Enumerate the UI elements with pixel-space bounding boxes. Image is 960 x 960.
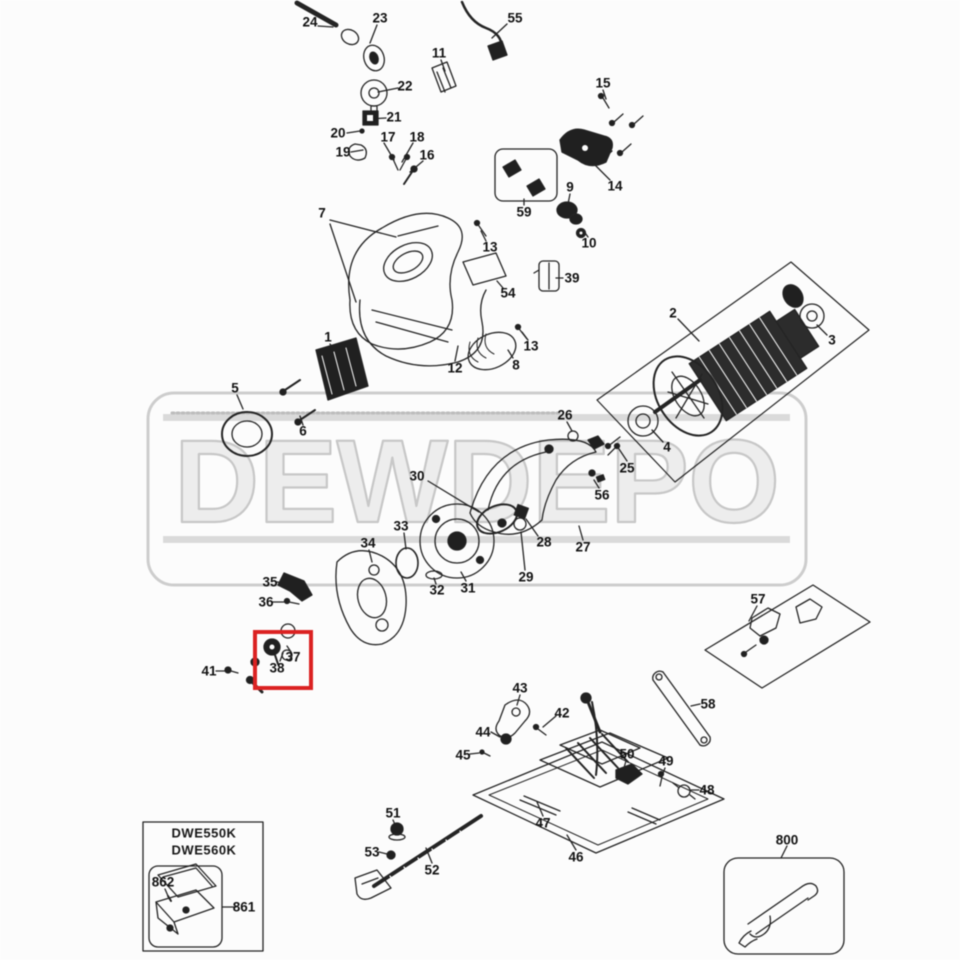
- callout-20: 20: [330, 125, 346, 141]
- callout-14: 14: [607, 178, 623, 194]
- callout-22: 22: [397, 78, 413, 94]
- callout-42: 42: [554, 705, 570, 721]
- callout-27: 27: [575, 539, 591, 555]
- callout-800: 800: [775, 832, 799, 848]
- callout-58: 58: [700, 696, 716, 712]
- blade-clamp-parts: [567, 430, 621, 483]
- armature-assembly: [587, 261, 870, 483]
- callout-30: 30: [409, 468, 425, 484]
- callout-11: 11: [431, 45, 447, 61]
- watermark-text: DEWDEPO: [174, 416, 780, 548]
- base-plate-assembly: [472, 692, 725, 854]
- rip-fence: [354, 814, 483, 900]
- upper-right-small-parts: [533, 92, 644, 292]
- callout-47: 47: [535, 815, 551, 831]
- callout-51: 51: [385, 805, 401, 821]
- callout-24: 24: [302, 14, 318, 30]
- callout-32: 32: [429, 582, 445, 598]
- brush-box-59: [462, 148, 558, 340]
- callout-23: 23: [372, 10, 388, 26]
- callout-28: 28: [536, 534, 552, 550]
- callout-37: 37: [285, 649, 301, 665]
- bevel-pivot-parts: [479, 699, 547, 757]
- callout-45: 45: [455, 747, 471, 763]
- callout-15: 15: [595, 75, 611, 91]
- callout-1: 1: [324, 329, 332, 345]
- kit-model-1: DWE550K: [171, 825, 237, 841]
- callout-13: 13: [523, 338, 539, 354]
- callout-41: 41: [201, 663, 217, 679]
- callout-25: 25: [619, 460, 635, 476]
- callout-4: 4: [663, 439, 671, 455]
- callout-26: 26: [557, 407, 573, 423]
- callout-43: 43: [512, 680, 528, 696]
- callout-19: 19: [335, 144, 351, 160]
- callout-21: 21: [386, 109, 402, 125]
- callout-55: 55: [507, 10, 523, 26]
- callout-49: 49: [658, 753, 674, 769]
- cord-and-switch-parts: [294, 0, 508, 185]
- callout-53: 53: [364, 844, 380, 860]
- accessory-box-800: [723, 857, 845, 955]
- callout-861: 861: [232, 899, 256, 915]
- callout-29: 29: [518, 569, 534, 585]
- callout-38: 38: [269, 660, 285, 676]
- watermark: DEWDEPO: [146, 391, 808, 587]
- callout-13: 13: [482, 239, 498, 255]
- motor-housing: [221, 212, 517, 457]
- callout-5: 5: [231, 380, 239, 396]
- lever-kit-box-57: [704, 584, 871, 689]
- callout-3: 3: [828, 332, 836, 348]
- callout-54: 54: [500, 285, 516, 301]
- kit-model-2: DWE560K: [171, 842, 237, 858]
- callout-39: 39: [564, 270, 580, 286]
- callout-33: 33: [393, 518, 409, 534]
- callout-10: 10: [581, 235, 597, 251]
- link-arm-58: [652, 670, 711, 747]
- callout-18: 18: [409, 129, 425, 145]
- callout-36: 36: [258, 594, 274, 610]
- upper-guard-and-gearcase: [395, 438, 597, 580]
- callout-862: 862: [151, 874, 175, 890]
- lower-guard: [277, 550, 407, 646]
- kit-box: [142, 821, 264, 952]
- callout-57: 57: [750, 591, 766, 607]
- callout-46: 46: [568, 849, 584, 865]
- callout-35: 35: [262, 574, 278, 590]
- callout-17: 17: [380, 129, 396, 145]
- callout-6: 6: [299, 423, 307, 439]
- callout-7: 7: [318, 205, 326, 221]
- callout-9: 9: [566, 179, 574, 195]
- callout-16: 16: [419, 147, 435, 163]
- highlight-box-part-38: [253, 630, 313, 690]
- callout-44: 44: [475, 724, 491, 740]
- callout-59: 59: [516, 204, 532, 220]
- callout-50: 50: [619, 746, 635, 762]
- callout-52: 52: [424, 862, 440, 878]
- callout-12: 12: [447, 360, 463, 376]
- callout-48: 48: [699, 782, 715, 798]
- callout-8: 8: [512, 357, 520, 373]
- callout-56: 56: [594, 487, 610, 503]
- callout-31: 31: [460, 580, 476, 596]
- callout-34: 34: [360, 535, 376, 551]
- callout-2: 2: [669, 305, 677, 321]
